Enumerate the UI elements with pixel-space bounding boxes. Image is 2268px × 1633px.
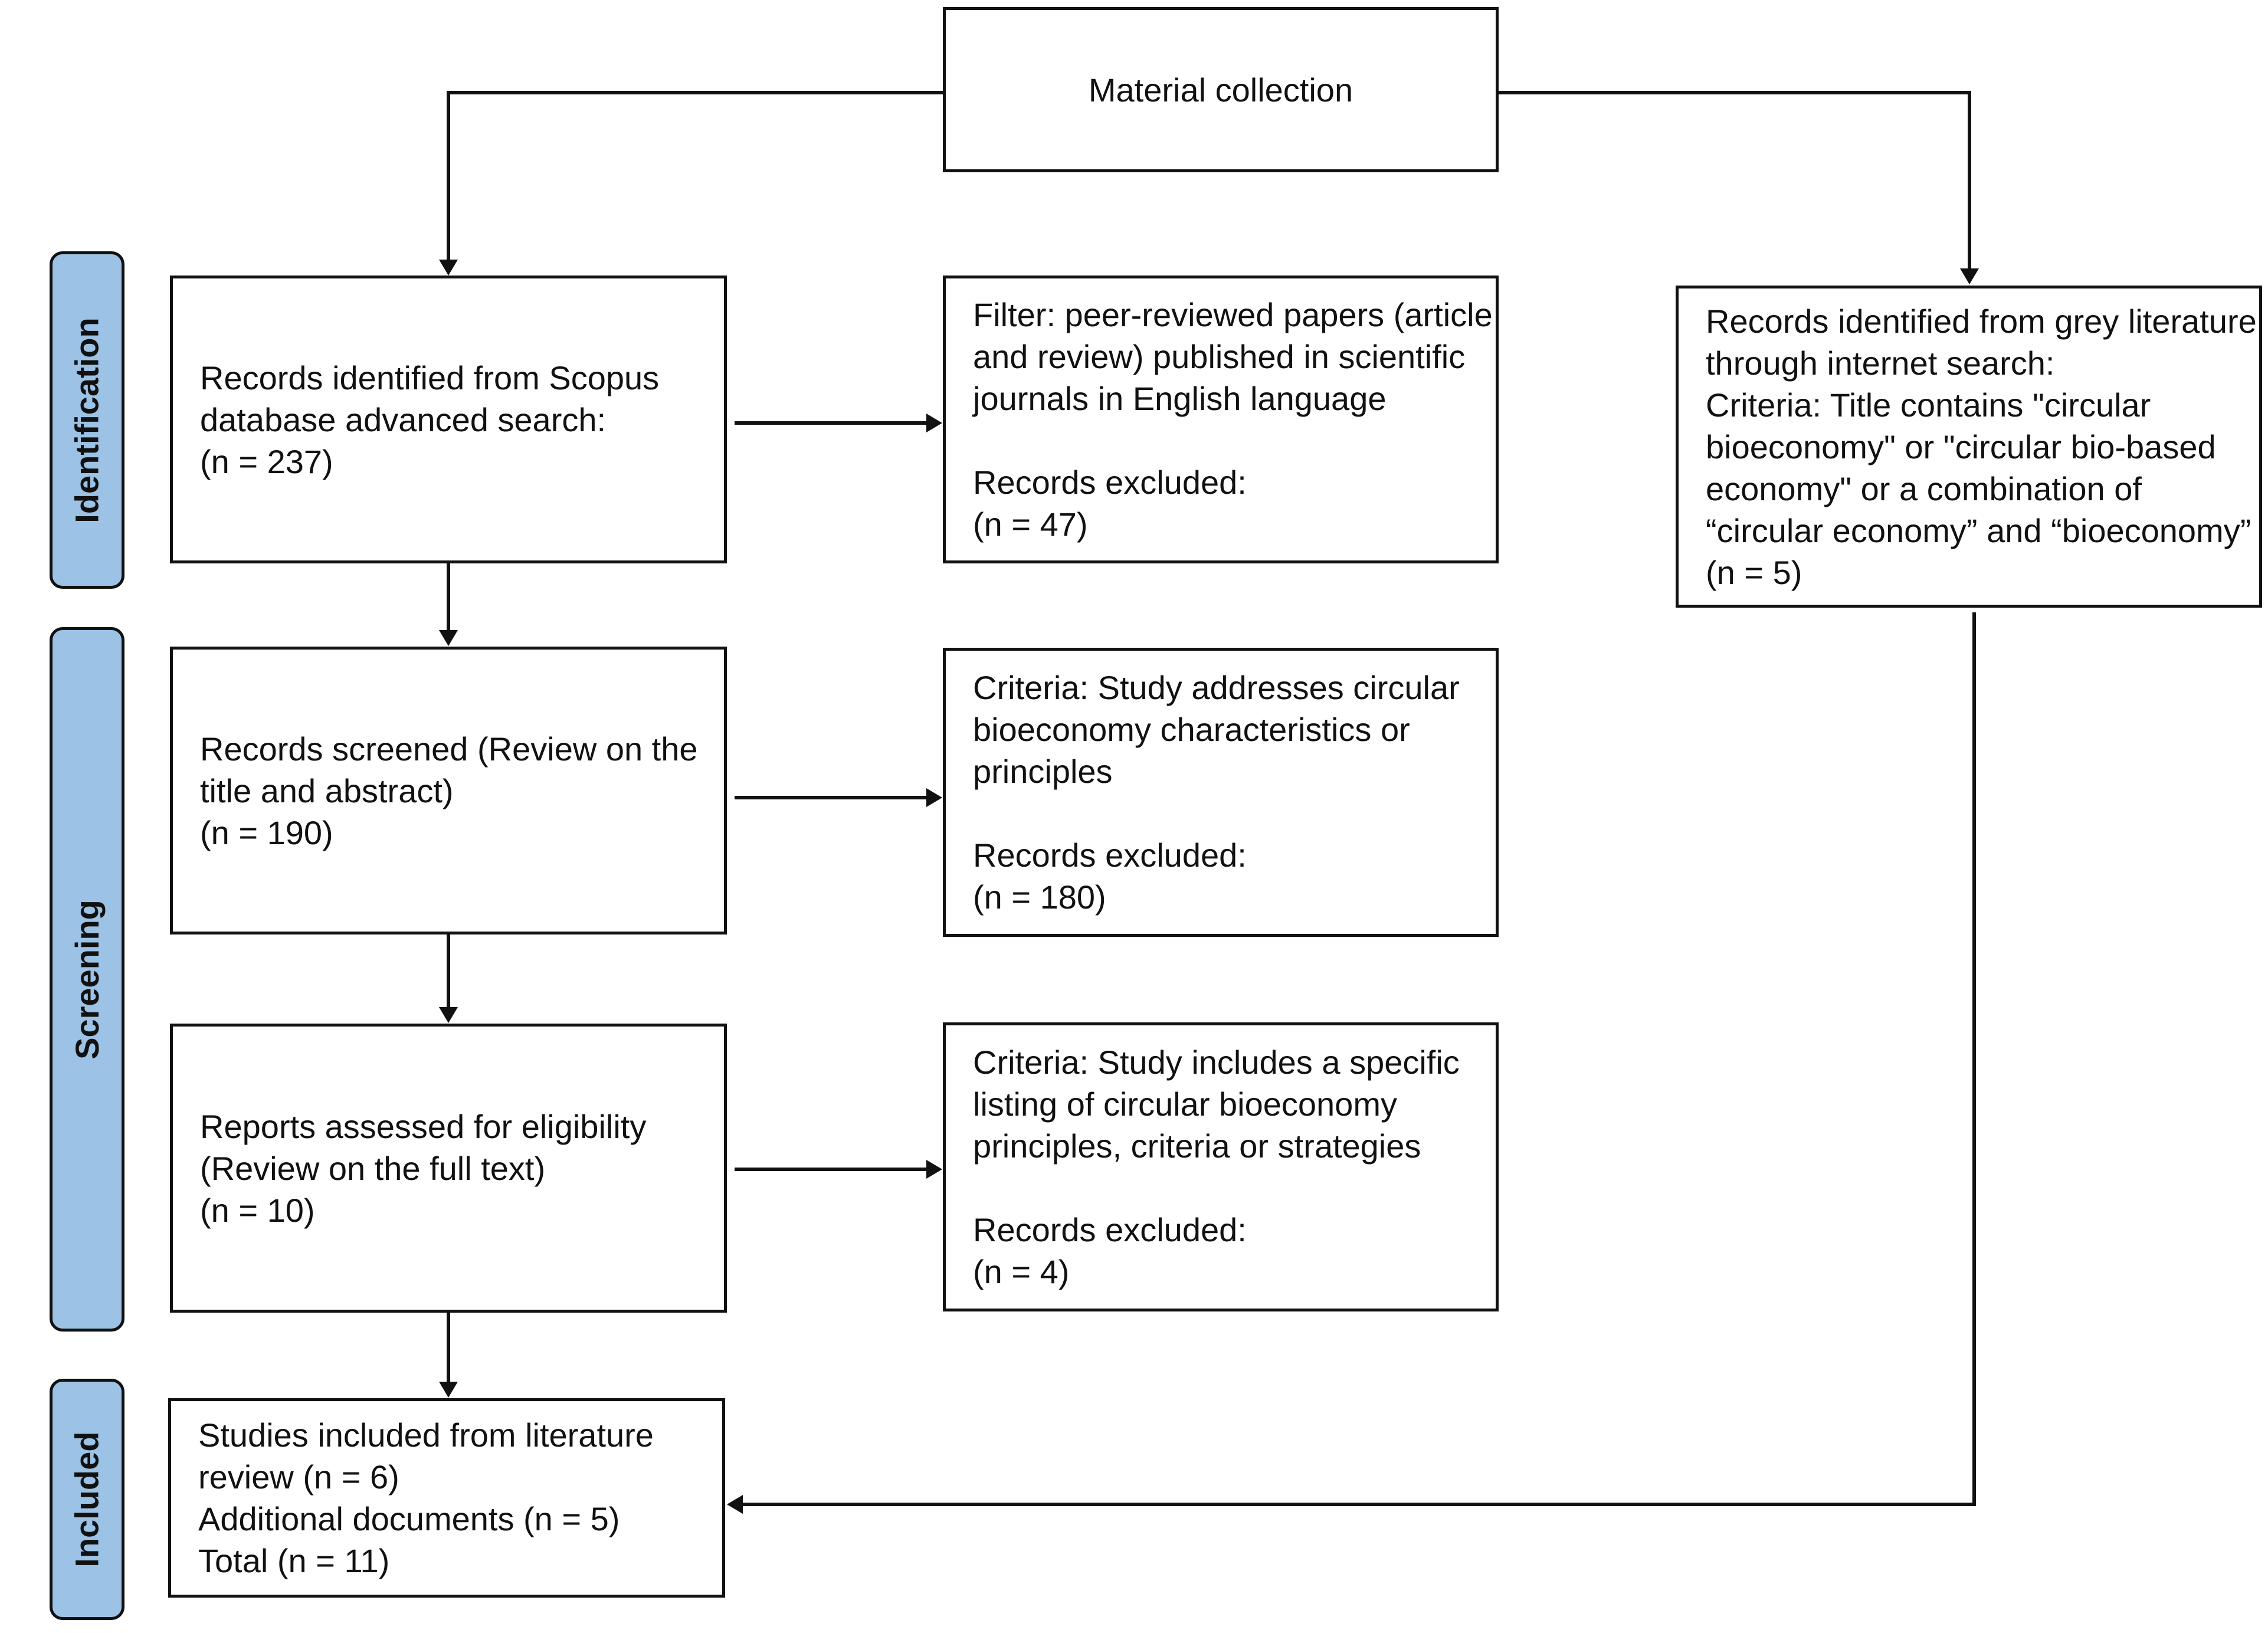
criteria2-excluded-count: (n = 4): [973, 1253, 1070, 1290]
arrowhead: [439, 630, 458, 646]
arrowhead: [439, 260, 458, 276]
grey-line: bioeconomy" or "circular bio-based: [1706, 428, 2216, 465]
criteria1-excluded-label: Records excluded:: [973, 837, 1247, 874]
arrowhead: [926, 414, 942, 432]
criteria1-line: principles: [973, 753, 1113, 790]
criteria1-excluded-count: (n = 180): [973, 878, 1106, 916]
criteria1-line: Criteria: Study addresses circular: [973, 669, 1460, 706]
included-total: Total (n = 11): [198, 1542, 390, 1579]
phase-included: Included: [50, 1379, 124, 1620]
arrowhead: [439, 1007, 458, 1023]
filter-criteria-line: Filter: peer-reviewed papers (article: [973, 296, 1493, 333]
scopus-line: database advanced search:: [200, 401, 607, 438]
criteria2-line: listing of circular bioeconomy: [973, 1086, 1397, 1123]
eligibility-criteria-box: Criteria: Study includes a specific list…: [943, 1022, 1499, 1311]
scopus-count: (n = 237): [200, 442, 333, 480]
records-screened-box: Records screened (Review on the title an…: [170, 647, 727, 934]
arrow-grey-to-included: [743, 612, 1976, 1506]
screening-criteria-box: Criteria: Study addresses circular bioec…: [943, 648, 1499, 937]
filter-criteria-line: journals in English language: [973, 380, 1387, 417]
arrow-to-grey: [1499, 91, 1971, 268]
screened-count: (n = 190): [200, 814, 333, 851]
eligibility-box: Reports assessed for eligibility (Review…: [170, 1024, 727, 1313]
arrowhead: [439, 1382, 458, 1398]
filter-excluded-label: Records excluded:: [973, 464, 1247, 501]
screened-line: Records screened (Review on the: [200, 730, 698, 768]
material-collection-box: Material collection: [943, 7, 1499, 172]
grey-line: “circular economy” and “bioeconomy”: [1706, 511, 2251, 549]
scopus-line: Records identified from Scopus: [200, 359, 660, 396]
criteria2-line: Criteria: Study includes a specific: [973, 1044, 1460, 1081]
arrow-to-scopus: [447, 91, 943, 260]
screened-line: title and abstract): [200, 772, 454, 809]
criteria2-line: principles, criteria or strategies: [973, 1127, 1421, 1165]
grey-count: (n = 5): [1706, 553, 1802, 591]
arrowhead: [926, 1160, 942, 1179]
included-line: review (n = 6): [198, 1458, 399, 1496]
filter-excluded-count: (n = 47): [973, 506, 1088, 543]
grey-line: Criteria: Title contains "circular: [1706, 386, 2151, 424]
filter-criteria-line: and review) published in scientific: [973, 338, 1466, 375]
arrowhead: [727, 1495, 743, 1514]
grey-line: economy" or a combination of: [1706, 470, 2142, 507]
eligibility-line: Reports assessed for eligibility: [200, 1107, 647, 1145]
studies-included-box: Studies included from literature review …: [168, 1398, 725, 1598]
grey-literature-box: Records identified from grey literature …: [1676, 286, 2262, 608]
filter-box: Filter: peer-reviewed papers (article an…: [943, 276, 1499, 563]
eligibility-count: (n = 10): [200, 1191, 315, 1229]
phase-screening: Screening: [50, 627, 124, 1332]
criteria1-line: bioeconomy characteristics or: [973, 711, 1410, 748]
arrowhead: [926, 788, 942, 807]
arrowhead: [1960, 268, 1979, 284]
grey-line: Records identified from grey literature: [1706, 302, 2257, 340]
eligibility-line: (Review on the full text): [200, 1149, 546, 1187]
criteria2-excluded-label: Records excluded:: [973, 1211, 1247, 1248]
scopus-records-box: Records identified from Scopus database …: [170, 276, 727, 563]
grey-line: through internet search:: [1706, 344, 2055, 382]
material-collection-label: Material collection: [1088, 71, 1353, 109]
phase-identification: Identification: [50, 251, 124, 589]
included-line: Additional documents (n = 5): [198, 1500, 620, 1537]
included-line: Studies included from literature: [198, 1416, 654, 1454]
